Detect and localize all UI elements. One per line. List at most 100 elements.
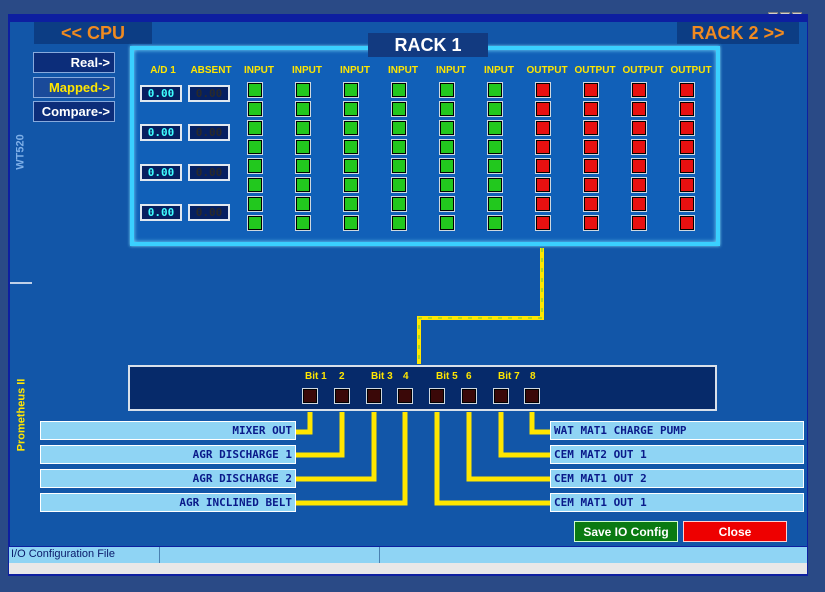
- input-led[interactable]: [391, 158, 407, 174]
- input-led[interactable]: [247, 101, 263, 117]
- bit-led[interactable]: [493, 388, 509, 404]
- input-led[interactable]: [247, 196, 263, 212]
- close-button[interactable]: Close: [683, 521, 787, 542]
- input-led[interactable]: [391, 101, 407, 117]
- input-led[interactable]: [343, 158, 359, 174]
- output-led[interactable]: [631, 215, 647, 231]
- input-led[interactable]: [343, 139, 359, 155]
- input-led[interactable]: [295, 82, 311, 98]
- output-led[interactable]: [679, 158, 695, 174]
- input-led[interactable]: [439, 82, 455, 98]
- input-led[interactable]: [439, 215, 455, 231]
- output-led[interactable]: [679, 101, 695, 117]
- input-led[interactable]: [487, 196, 503, 212]
- input-led[interactable]: [439, 196, 455, 212]
- input-led[interactable]: [247, 120, 263, 136]
- tab-wt520[interactable]: WT520: [10, 22, 32, 282]
- input-led[interactable]: [295, 177, 311, 193]
- input-led[interactable]: [439, 139, 455, 155]
- input-led[interactable]: [391, 139, 407, 155]
- bit-led[interactable]: [397, 388, 413, 404]
- input-led[interactable]: [391, 215, 407, 231]
- input-led[interactable]: [487, 101, 503, 117]
- input-led[interactable]: [343, 101, 359, 117]
- output-led[interactable]: [583, 82, 599, 98]
- input-led[interactable]: [295, 120, 311, 136]
- output-led[interactable]: [583, 215, 599, 231]
- input-led[interactable]: [295, 139, 311, 155]
- input-led[interactable]: [343, 196, 359, 212]
- output-led[interactable]: [535, 101, 551, 117]
- mapping-right-2[interactable]: CEM MAT1 OUT 2: [550, 469, 804, 488]
- output-led[interactable]: [535, 177, 551, 193]
- input-led[interactable]: [247, 82, 263, 98]
- input-led[interactable]: [487, 177, 503, 193]
- output-led[interactable]: [583, 101, 599, 117]
- tab-prometheus[interactable]: Prometheus II: [10, 282, 32, 546]
- input-led[interactable]: [391, 120, 407, 136]
- input-led[interactable]: [343, 120, 359, 136]
- output-led[interactable]: [535, 158, 551, 174]
- output-led[interactable]: [631, 196, 647, 212]
- output-led[interactable]: [631, 158, 647, 174]
- output-led[interactable]: [583, 196, 599, 212]
- output-led[interactable]: [535, 82, 551, 98]
- mapping-left-3[interactable]: AGR INCLINED BELT: [40, 493, 296, 512]
- output-led[interactable]: [583, 139, 599, 155]
- output-led[interactable]: [583, 177, 599, 193]
- output-led[interactable]: [631, 82, 647, 98]
- output-led[interactable]: [679, 82, 695, 98]
- output-led[interactable]: [679, 196, 695, 212]
- mapped-button[interactable]: Mapped->: [33, 77, 115, 98]
- bit-led[interactable]: [429, 388, 445, 404]
- output-led[interactable]: [631, 139, 647, 155]
- input-led[interactable]: [439, 120, 455, 136]
- save-io-config-button[interactable]: Save IO Config: [574, 521, 678, 542]
- output-led[interactable]: [535, 120, 551, 136]
- mapping-right-1[interactable]: CEM MAT2 OUT 1: [550, 445, 804, 464]
- bit-led[interactable]: [302, 388, 318, 404]
- input-led[interactable]: [295, 101, 311, 117]
- input-led[interactable]: [439, 177, 455, 193]
- input-led[interactable]: [439, 158, 455, 174]
- mapping-right-0[interactable]: WAT MAT1 CHARGE PUMP: [550, 421, 804, 440]
- mapping-left-1[interactable]: AGR DISCHARGE 1: [40, 445, 296, 464]
- output-led[interactable]: [679, 177, 695, 193]
- input-led[interactable]: [343, 215, 359, 231]
- input-led[interactable]: [439, 101, 455, 117]
- output-led[interactable]: [679, 215, 695, 231]
- input-led[interactable]: [343, 82, 359, 98]
- bit-led[interactable]: [366, 388, 382, 404]
- output-led[interactable]: [679, 120, 695, 136]
- output-led[interactable]: [535, 139, 551, 155]
- output-led[interactable]: [535, 215, 551, 231]
- output-led[interactable]: [583, 120, 599, 136]
- output-led[interactable]: [631, 101, 647, 117]
- output-led[interactable]: [631, 177, 647, 193]
- cpu-nav-button[interactable]: << CPU: [34, 22, 152, 44]
- input-led[interactable]: [391, 82, 407, 98]
- input-led[interactable]: [391, 177, 407, 193]
- input-led[interactable]: [295, 158, 311, 174]
- input-led[interactable]: [487, 120, 503, 136]
- real-button[interactable]: Real->: [33, 52, 115, 73]
- mapping-left-0[interactable]: MIXER OUT: [40, 421, 296, 440]
- output-led[interactable]: [679, 139, 695, 155]
- input-led[interactable]: [343, 177, 359, 193]
- output-led[interactable]: [535, 196, 551, 212]
- input-led[interactable]: [247, 215, 263, 231]
- bit-led[interactable]: [461, 388, 477, 404]
- input-led[interactable]: [247, 158, 263, 174]
- rack2-nav-button[interactable]: RACK 2 >>: [677, 22, 799, 44]
- bit-led[interactable]: [524, 388, 540, 404]
- output-led[interactable]: [631, 120, 647, 136]
- output-led[interactable]: [583, 158, 599, 174]
- bit-led[interactable]: [334, 388, 350, 404]
- compare-button[interactable]: Compare->: [33, 101, 115, 122]
- input-led[interactable]: [247, 177, 263, 193]
- input-led[interactable]: [487, 82, 503, 98]
- input-led[interactable]: [295, 196, 311, 212]
- input-led[interactable]: [391, 196, 407, 212]
- input-led[interactable]: [295, 215, 311, 231]
- input-led[interactable]: [487, 158, 503, 174]
